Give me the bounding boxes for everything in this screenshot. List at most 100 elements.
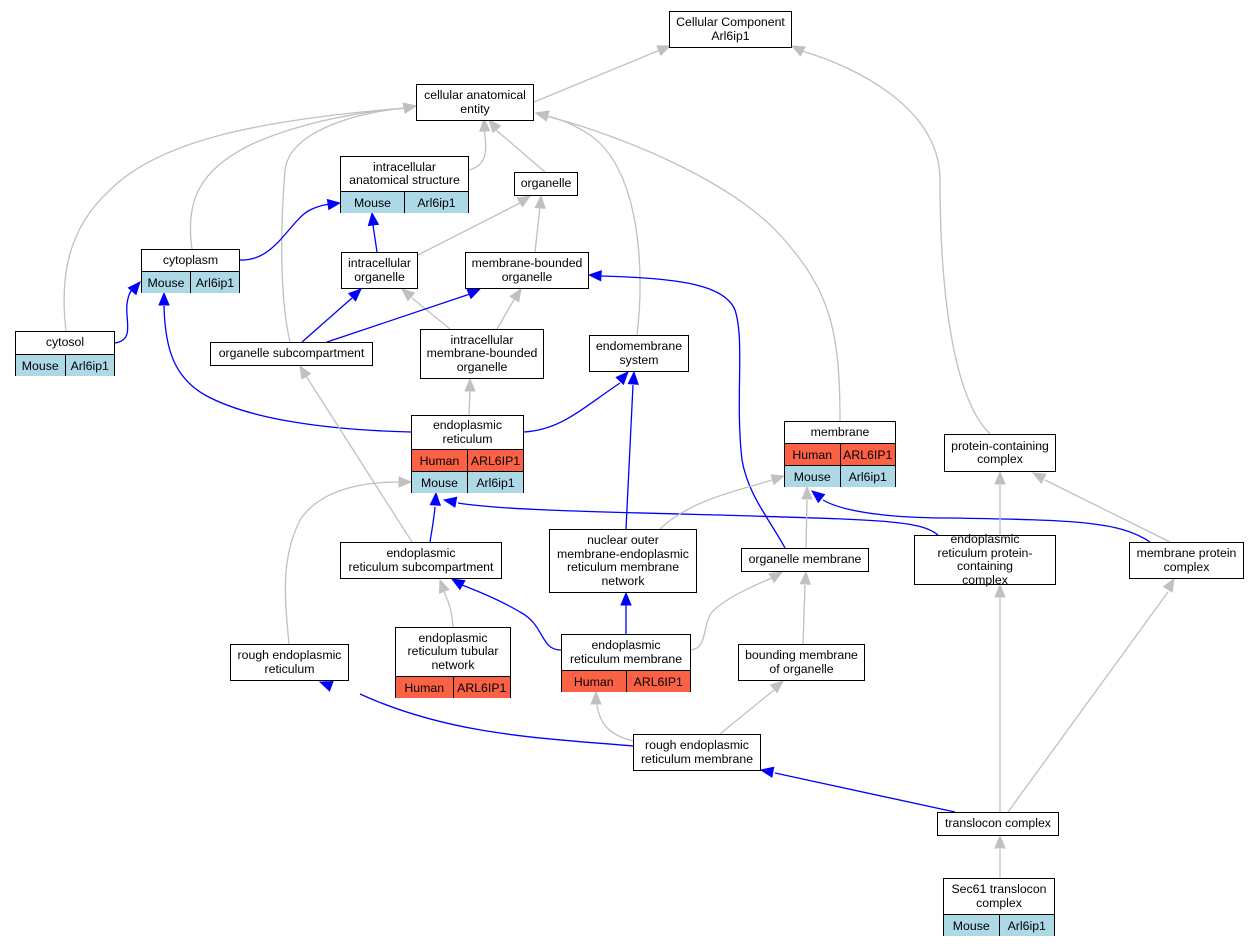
edge-intra_mem_bound-to-mem_bound_org xyxy=(496,297,516,330)
species-cell: Mouse xyxy=(354,195,391,210)
node-label: intracellular organelle xyxy=(348,256,411,284)
node-translocon-complex[interactable]: translocon complex xyxy=(937,812,1059,836)
edge-arrowhead xyxy=(994,834,1006,849)
node-protein-containing-complex[interactable]: protein-containing complex xyxy=(944,434,1056,472)
edge-arrowhead xyxy=(768,571,784,584)
edge-arrowhead xyxy=(1162,577,1175,593)
node-cellular-component-root[interactable]: Cellular Component Arl6ip1 xyxy=(669,11,792,48)
node-sec61-translocon-complex[interactable]: Sec61 translocon complex Mouse Arl6ip1 xyxy=(943,878,1055,936)
species-cell: Mouse xyxy=(421,475,458,490)
node-label: membrane protein complex xyxy=(1136,546,1237,574)
gene-cell: ARL6IP1 xyxy=(625,671,691,692)
annotation-row-mouse: Mouse Arl6ip1 xyxy=(785,465,895,487)
edge-bounding_mem-to-org_membrane xyxy=(802,584,806,645)
node-cellular-anatomical-entity[interactable]: cellular anatomical entity xyxy=(416,84,534,121)
node-endomembrane-system[interactable]: endomembrane system xyxy=(589,335,689,372)
node-membrane-bounded-organelle[interactable]: membrane-bounded organelle xyxy=(465,252,589,289)
edge-cytoplasm-to-ias xyxy=(239,203,331,261)
node-er-tubular-network[interactable]: endoplasmic reticulum tubular network Hu… xyxy=(395,627,511,698)
node-intracellular-membrane-bounded-organelle[interactable]: intracellular membrane-bounded organelle xyxy=(420,329,544,379)
edge-cytosol-to-cytoplasm xyxy=(114,289,133,344)
node-label: intracellular membrane-bounded organelle xyxy=(426,332,538,374)
edge-arrowhead xyxy=(442,496,458,508)
node-label: rough endoplasmic reticulum membrane xyxy=(640,738,754,766)
edge-arrowhead xyxy=(158,291,170,306)
node-label: endoplasmic reticulum membrane xyxy=(569,638,683,666)
edge-cae-to-root xyxy=(533,49,661,103)
edge-mem_protein_complex-to-protein_complex xyxy=(1044,479,1171,543)
gene-cell: Arl6ip1 xyxy=(190,272,239,293)
edge-intra_mem_bound-to-intra_org xyxy=(411,297,451,330)
node-label: endoplasmic reticulum xyxy=(432,418,503,446)
edge-arrowhead xyxy=(627,370,639,385)
annotation-row-mouse: Mouse Arl6ip1 xyxy=(944,914,1054,936)
species-cell: Mouse xyxy=(793,469,831,484)
node-bounding-membrane-of-organelle[interactable]: bounding membrane of organelle xyxy=(738,644,865,681)
gene-cell: ARL6IP1 xyxy=(839,444,896,465)
node-rough-er-membrane[interactable]: rough endoplasmic reticulum membrane xyxy=(633,734,761,771)
edge-intra_org-to-ias xyxy=(372,224,378,253)
edge-er_membrane-to-er_subcomp xyxy=(461,584,562,651)
node-organelle-subcompartment[interactable]: organelle subcompartment xyxy=(210,342,373,366)
edge-ias-to-cae xyxy=(468,127,487,171)
gene-cell: Arl6ip1 xyxy=(998,915,1055,936)
edge-arrowhead xyxy=(488,119,502,134)
edge-arrowhead xyxy=(810,490,826,504)
node-organelle-membrane[interactable]: organelle membrane xyxy=(741,548,869,572)
node-endoplasmic-reticulum[interactable]: endoplasmic reticulum Human ARL6IP1 Mous… xyxy=(411,415,524,493)
annotation-row-mouse: Mouse Arl6ip1 xyxy=(142,271,239,293)
annotation-row-mouse: Mouse Arl6ip1 xyxy=(341,191,468,213)
node-cytoplasm[interactable]: cytoplasm Mouse Arl6ip1 xyxy=(141,249,240,293)
node-intracellular-anatomical-structure[interactable]: intracellular anatomical structure Mouse… xyxy=(340,156,469,213)
edge-org_subcomp-to-mem_bound_org xyxy=(326,293,471,343)
edge-arrowhead xyxy=(318,680,334,692)
node-label: membrane xyxy=(810,424,870,439)
edge-org_membrane-to-membrane xyxy=(805,499,808,549)
gene-cell: Arl6ip1 xyxy=(404,192,468,213)
annotation-row-mouse: Mouse Arl6ip1 xyxy=(16,354,114,376)
node-er-membrane[interactable]: endoplasmic reticulum membrane Human ARL… xyxy=(561,634,691,692)
edge-er_membrane-to-org_membrane xyxy=(690,577,773,651)
node-nuclear-outer-membrane-er-network[interactable]: nuclear outer membrane-endoplasmic retic… xyxy=(549,529,697,593)
node-cytosol[interactable]: cytosol Mouse Arl6ip1 xyxy=(15,331,115,376)
annotation-row-human: Human ARL6IP1 xyxy=(396,676,510,698)
edge-er-to-intra_mem_bound xyxy=(468,389,471,416)
edge-er-to-endomem xyxy=(523,382,621,433)
edge-er_protein_complex-to-er xyxy=(457,502,939,536)
edge-arrowhead xyxy=(438,578,450,594)
node-er-subcompartment[interactable]: endoplasmic reticulum subcompartment xyxy=(340,542,502,579)
node-label: translocon complex xyxy=(945,816,1051,831)
edge-arrowhead xyxy=(466,288,482,300)
edge-arrowhead xyxy=(347,288,362,302)
node-membrane[interactable]: membrane Human ARL6IP1 Mouse Arl6ip1 xyxy=(784,421,896,487)
gene-cell: Arl6ip1 xyxy=(64,355,115,376)
edge-arrowhead xyxy=(801,485,813,500)
species-cell: Mouse xyxy=(21,358,59,373)
node-label: organelle xyxy=(520,176,572,191)
edge-rough_er_mem-to-er_membrane xyxy=(596,704,634,742)
edge-arrowhead xyxy=(1031,472,1047,485)
node-label: endomembrane system xyxy=(595,339,683,367)
node-membrane-protein-complex[interactable]: membrane protein complex xyxy=(1129,542,1244,579)
node-er-protein-containing-complex[interactable]: endoplasmic reticulum protein-containing… xyxy=(914,532,1056,586)
node-label: cellular anatomical entity xyxy=(424,88,526,116)
node-rough-endoplasmic-reticulum[interactable]: rough endoplasmic reticulum xyxy=(230,644,349,681)
edge-er_subcomp-to-er xyxy=(429,506,436,543)
edge-membrane-to-cae xyxy=(545,115,841,422)
edge-arrowhead xyxy=(534,194,546,209)
node-label: cytosol xyxy=(45,335,85,350)
node-intracellular-organelle[interactable]: intracellular organelle xyxy=(341,252,418,289)
species-cell: Human xyxy=(573,674,614,689)
edge-arrowhead xyxy=(429,491,442,506)
node-organelle[interactable]: organelle xyxy=(514,172,578,196)
edge-arrowhead xyxy=(790,45,806,57)
edge-er-to-cytoplasm xyxy=(163,305,412,433)
node-label: cytoplasm xyxy=(162,252,219,267)
node-label: organelle membrane xyxy=(748,552,862,567)
annotation-row-human: Human ARL6IP1 xyxy=(562,670,690,692)
edge-endomem-to-cae xyxy=(545,115,641,336)
edge-arrowhead xyxy=(402,102,418,114)
edge-arrowhead xyxy=(464,377,476,392)
edge-org_subcomp-to-intra_org xyxy=(301,297,353,343)
edge-rough_er_mem-to-rough_er xyxy=(359,693,634,747)
